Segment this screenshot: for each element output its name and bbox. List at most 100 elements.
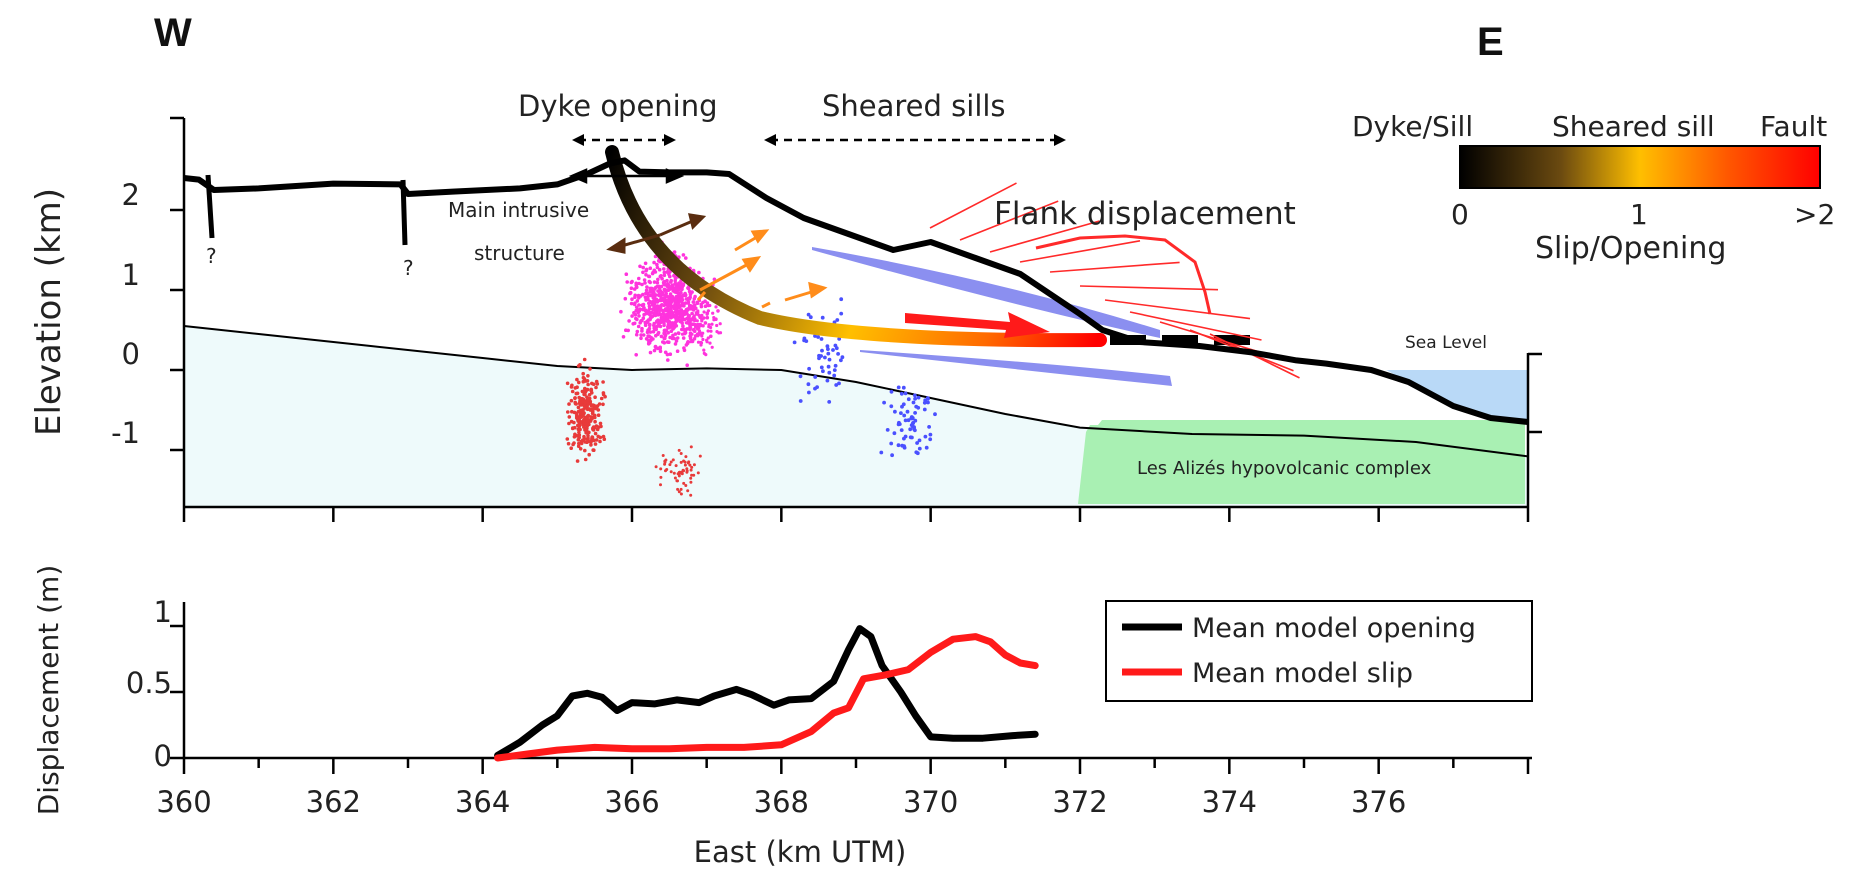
seismic-event-pink xyxy=(649,335,653,340)
east-label: E xyxy=(1477,20,1504,64)
seismic-event-blue xyxy=(899,428,904,432)
seismic-event-red xyxy=(596,413,601,418)
seismic-event-blue xyxy=(833,363,838,368)
displacement-panel: Mean model opening Mean model slip 1 0.5… xyxy=(32,565,1533,869)
seismic-event-pink xyxy=(629,286,634,291)
seismic-event-blue xyxy=(792,340,797,345)
seismic-event-red xyxy=(679,492,683,496)
seismic-event-red xyxy=(679,487,683,491)
seismic-event-red xyxy=(586,401,591,406)
colorbar-label-dyke: Dyke/Sill xyxy=(1352,110,1473,143)
seismic-event-pink xyxy=(663,307,668,311)
seismic-event-blue xyxy=(820,315,825,320)
seismic-event-pink xyxy=(691,306,695,311)
seismic-event-pink xyxy=(654,333,658,338)
seismic-event-blue xyxy=(917,446,922,451)
seismic-event-blue xyxy=(902,444,906,448)
seismic-event-red xyxy=(594,385,598,390)
colorbar-gradient xyxy=(1459,145,1821,189)
seismic-event-pink xyxy=(628,291,632,296)
seismic-event-pink xyxy=(643,320,648,325)
seismic-event-pink xyxy=(646,334,650,338)
seismic-event-pink xyxy=(641,270,645,275)
seismic-event-pink xyxy=(705,312,709,316)
seismic-event-pink xyxy=(662,321,666,325)
seismic-event-pink xyxy=(645,285,649,289)
seismic-event-pink xyxy=(633,293,637,298)
sills-bracket-arrowhead-left xyxy=(764,134,776,146)
seismic-event-pink xyxy=(667,297,671,302)
complex-label: Les Alizés hypovolcanic complex xyxy=(1137,458,1432,479)
seismic-event-red xyxy=(566,410,570,414)
seismic-event-pink xyxy=(655,319,659,324)
seismic-event-red xyxy=(593,442,598,446)
seismic-event-pink xyxy=(648,280,652,285)
seismic-event-red xyxy=(565,381,570,386)
flank-vector xyxy=(1129,311,1262,341)
seismic-event-pink xyxy=(667,340,671,345)
seismic-event-red xyxy=(573,396,577,401)
seismic-event-pink xyxy=(674,339,679,343)
seismic-event-red xyxy=(585,430,590,434)
seismic-event-blue xyxy=(807,390,811,395)
seismic-event-blue xyxy=(798,399,803,403)
seismic-event-pink xyxy=(676,291,680,295)
seismic-event-red xyxy=(567,421,571,426)
seismic-event-red xyxy=(593,395,597,400)
seismic-event-red xyxy=(573,400,577,405)
seismic-event-pink xyxy=(673,299,678,303)
seismic-event-pink xyxy=(702,351,706,355)
seismic-event-pink xyxy=(690,311,694,316)
seismic-event-pink xyxy=(648,350,653,355)
seismic-event-red xyxy=(599,396,604,401)
legend-box xyxy=(1105,600,1533,702)
seismic-event-pink xyxy=(695,312,699,316)
seismic-event-pink xyxy=(706,309,711,313)
seismic-event-pink xyxy=(707,325,711,329)
seismic-event-blue xyxy=(922,407,927,412)
seismic-event-pink xyxy=(642,312,646,317)
bottom-y-tick-label-0.5: 0.5 xyxy=(126,666,172,700)
seismic-event-pink xyxy=(674,294,679,299)
seismic-event-red xyxy=(572,441,576,445)
seismic-event-blue xyxy=(839,358,843,363)
seismic-event-red xyxy=(682,481,686,485)
seismic-event-red xyxy=(576,405,581,410)
main-structure-label-line1: Main intrusive xyxy=(448,198,589,222)
seismic-event-pink xyxy=(662,273,667,278)
seismic-event-blue xyxy=(890,453,894,458)
sea-level-label: Sea Level xyxy=(1405,333,1487,353)
unknown-fault-2 xyxy=(400,179,408,246)
colorbar-tick-2: >2 xyxy=(1794,198,1835,231)
seismic-event-pink xyxy=(687,289,692,294)
seismic-event-red xyxy=(572,420,576,425)
seismic-event-blue xyxy=(806,312,811,317)
seismic-event-red xyxy=(683,463,687,467)
seismic-event-red xyxy=(573,432,577,437)
seismic-event-pink xyxy=(623,296,628,301)
seismic-event-pink xyxy=(645,330,650,335)
seismic-event-red xyxy=(576,444,581,449)
seismic-event-red xyxy=(581,371,585,376)
seismic-event-red xyxy=(677,448,681,452)
seismic-event-pink xyxy=(667,283,671,288)
bottom-x-tick-label: 366 xyxy=(604,785,659,819)
seismic-event-pink xyxy=(692,297,697,301)
seismic-event-pink xyxy=(708,303,712,308)
seismic-event-pink xyxy=(648,286,652,291)
seismic-event-red xyxy=(578,363,582,367)
seismic-event-blue xyxy=(825,378,830,383)
seismic-event-red xyxy=(679,460,683,464)
seismic-event-pink xyxy=(702,310,706,314)
seismic-event-red xyxy=(659,475,663,479)
seismic-event-blue xyxy=(835,318,840,322)
seismic-event-pink xyxy=(684,321,688,325)
bottom-x-tick-label: 368 xyxy=(754,785,809,819)
seismic-event-pink xyxy=(659,274,663,278)
seismic-event-pink xyxy=(673,320,678,325)
seismic-event-red xyxy=(689,468,693,472)
bottom-x-tick-label: 372 xyxy=(1052,785,1107,819)
seismic-event-pink xyxy=(652,321,656,326)
seismic-event-blue xyxy=(813,375,818,379)
seismic-event-pink xyxy=(718,322,722,326)
